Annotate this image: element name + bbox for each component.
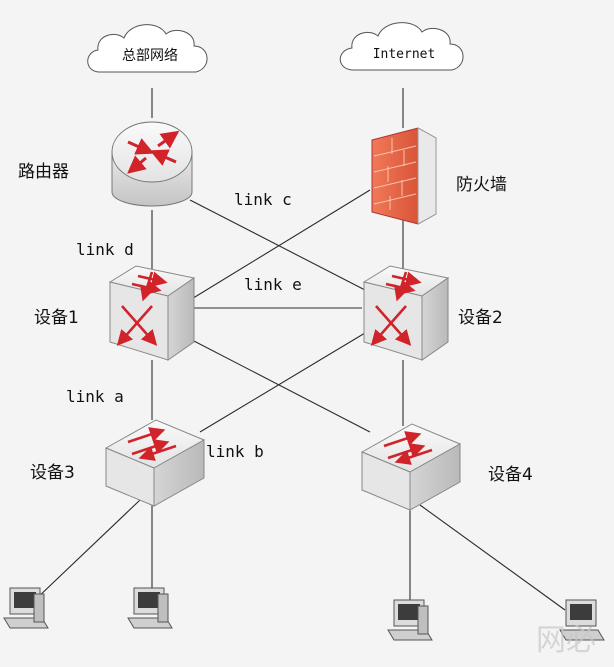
hq-network-label: 总部网络 bbox=[122, 48, 178, 64]
dev3-to-pc1-line bbox=[34, 499, 141, 601]
firewall-icon bbox=[371, 127, 437, 225]
link-d-label: link d bbox=[76, 240, 134, 259]
device4-access-switch-icon bbox=[360, 423, 462, 511]
link-c-label: link c bbox=[234, 190, 292, 209]
device1-core-switch-icon bbox=[108, 265, 196, 361]
pc3-icon bbox=[387, 599, 433, 641]
hq-cloud-icon: 总部网络 bbox=[87, 24, 208, 73]
firewall-to-dev1-line bbox=[189, 189, 371, 301]
pc2-icon bbox=[127, 587, 173, 629]
links-layer bbox=[34, 88, 566, 611]
link-e-label: link e bbox=[244, 275, 302, 294]
link-c-line bbox=[189, 199, 366, 291]
pc1-icon bbox=[3, 587, 49, 629]
link-b-label: link b bbox=[206, 442, 264, 461]
device3-label: 设备3 bbox=[30, 463, 75, 483]
dev1-to-dev4-line bbox=[191, 339, 371, 433]
link-a-label: link a bbox=[66, 387, 124, 406]
router-label: 路由器 bbox=[18, 162, 69, 182]
firewall-label: 防火墙 bbox=[456, 175, 507, 195]
device2-core-switch-icon bbox=[362, 265, 450, 361]
router-icon bbox=[111, 121, 193, 207]
dev4-to-pc4-line bbox=[419, 504, 566, 611]
internet-label: Internet bbox=[373, 47, 436, 62]
link-b-line bbox=[199, 329, 371, 433]
internet-cloud-icon: Internet bbox=[339, 22, 464, 71]
pc4-icon bbox=[559, 599, 605, 641]
device2-label: 设备2 bbox=[458, 308, 503, 328]
device1-label: 设备1 bbox=[34, 308, 79, 328]
device3-access-switch-icon bbox=[104, 419, 206, 507]
device4-label: 设备4 bbox=[488, 465, 533, 485]
watermark-text: 网必 bbox=[536, 623, 596, 658]
